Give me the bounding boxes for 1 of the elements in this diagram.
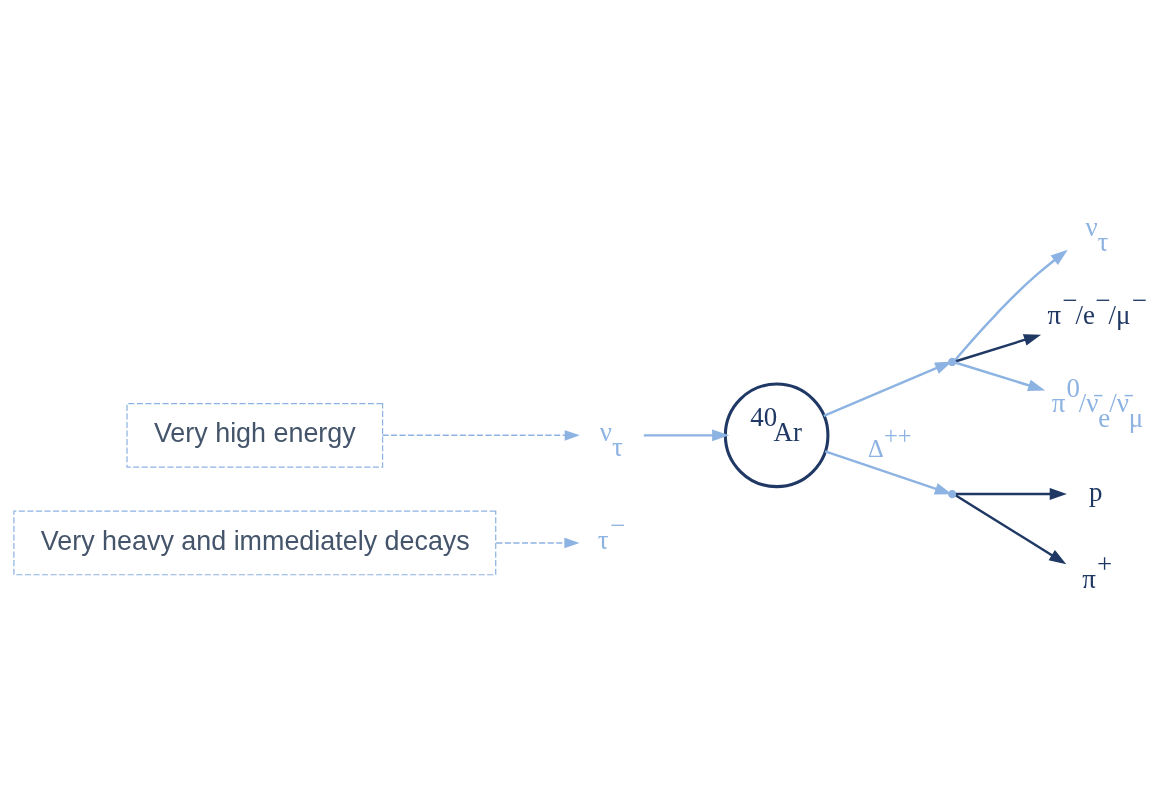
node-text: p xyxy=(1089,476,1103,507)
